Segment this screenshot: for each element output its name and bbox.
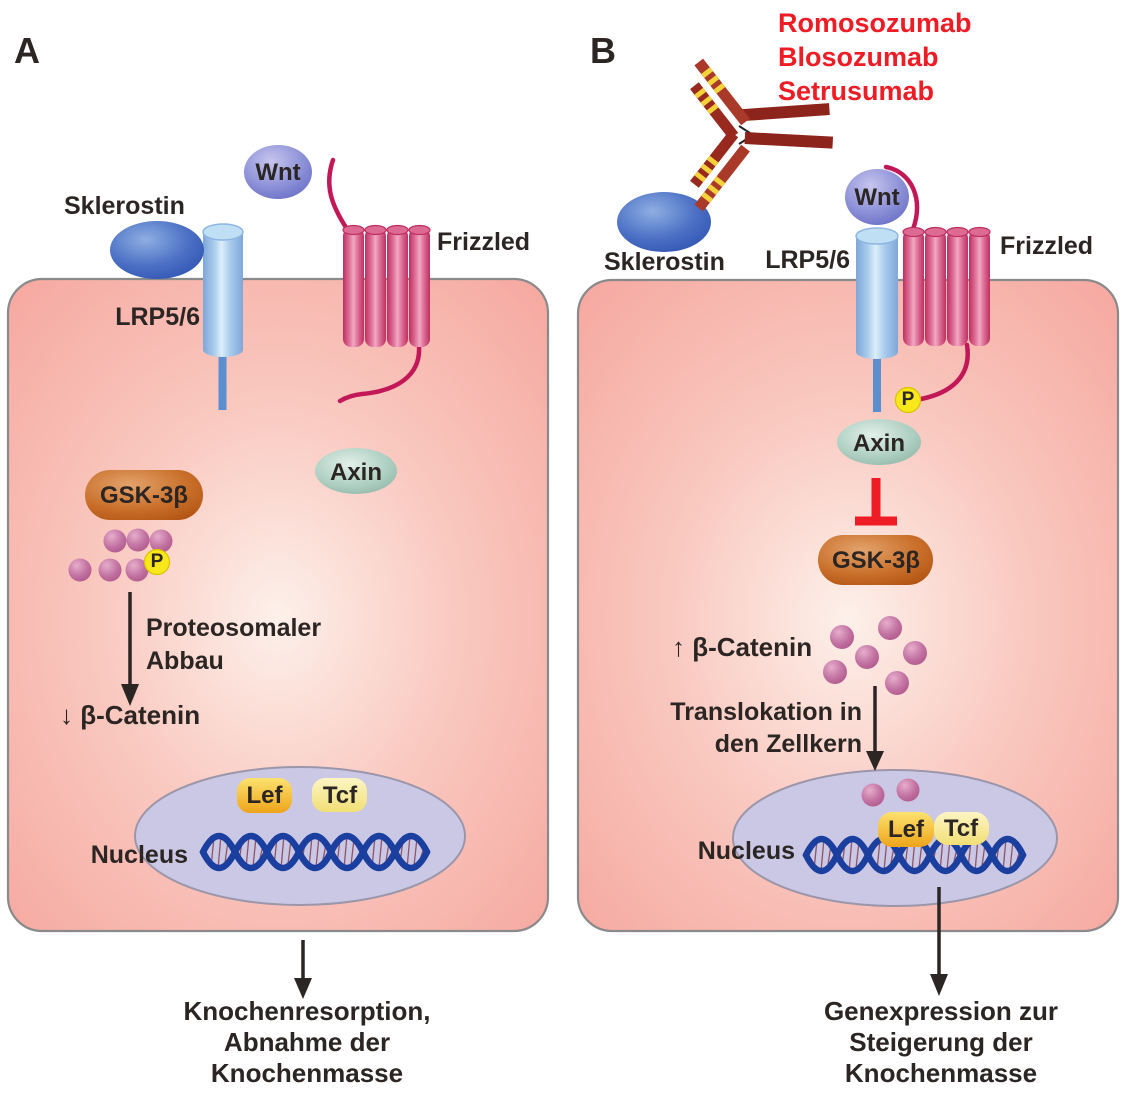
translocation-arrow [866,686,884,771]
tcf-a-shape [312,778,367,812]
beta-catenin-cluster-a [68,528,173,582]
gsk-b-label: GSK-3β [832,547,920,574]
translocation-label: Translokation in den Zellkern [660,696,862,760]
wnt-a-label: Wnt [255,159,301,186]
lrp-receptor-a [203,232,243,350]
beta-catenin-dot [896,778,920,802]
outcome-arrow-b [930,887,948,996]
frizzled-top-tail-a [327,157,350,232]
axin-a-label: Axin [329,459,382,486]
proteosomal-arrow [121,592,139,706]
frizzled-bottom-tail-b [918,342,970,402]
sklerostin-b-shape [617,192,711,252]
beta-catenin-dot [861,783,885,807]
panel-b-label: B [590,30,616,71]
phosphate-a-label: P [150,551,164,572]
nucleus-b-label: Nucleus [697,837,795,865]
cell-membrane-a [6,277,550,933]
lrp-cap-a [202,223,244,241]
antibody-icon [690,58,834,212]
lrp-bottom-a [203,343,243,357]
lrp-a-label: LRP5/6 [115,303,200,331]
wnt-b-shape [845,169,909,225]
sklerostin-a-label: Sklerostin [64,192,185,220]
outcome-a-line2: Abnahme der [223,1027,391,1057]
outcome-b-line3: Knochenmasse [844,1058,1038,1088]
gsk-b-shape [818,535,933,585]
outcome-a-line1: Knochenresorption, [183,996,431,1026]
phosphate-b-label: P [901,389,915,410]
inhibition-symbol [855,478,897,526]
phosphate-b-shape [894,386,922,414]
lef-b-label: Lef [888,816,924,843]
proteosomal-line2: Abbau [146,647,224,675]
frizzled-receptor-b [902,226,991,346]
panel-a-label: A [14,30,40,71]
gsk-a-shape [85,470,203,520]
lef-b-shape [878,812,934,847]
frizzled-bottom-tail-a [337,343,422,404]
translocation-line1: Translokation in [670,698,862,726]
outcome-a-line3: Knochenmasse [210,1058,404,1088]
sklerostin-a-shape [110,221,204,279]
axin-a-shape [315,448,397,494]
beta-catenin-up-label: ↑ β-Catenin [672,632,813,662]
drug-name-romosozumab: Romosozumab [778,8,972,38]
tcf-b-label: Tcf [943,815,979,842]
wnt-a-shape [244,145,312,199]
lrp-tail-a [218,352,227,410]
nucleus-a-label: Nucleus [90,841,188,869]
translocation-line2: den Zellkern [714,730,862,758]
outcome-b-line1: Genexpression zur [823,996,1059,1026]
tcf-b-shape [934,812,989,845]
drug-name-setrusumab: Setrusumab [778,76,935,106]
drug-names: Romosozumab Blosozumab Setrusumab [778,6,972,108]
wnt-b-label: Wnt [854,184,900,211]
lef-a-label: Lef [246,782,283,809]
gsk-a-label: GSK-3β [100,482,188,509]
frizzled-top-tail-b [883,164,920,232]
proteosomal-line1: Proteosomaler [146,614,322,642]
lrp-bottom-b [856,345,898,359]
axin-b-label: Axin [852,430,905,457]
cell-membrane-b [576,278,1120,933]
dna-helix-a [199,832,431,872]
beta-catenin-cluster-b [823,616,927,695]
axin-b-shape [837,419,921,465]
beta-catenin-down-label: ↓ β-Catenin [60,700,201,730]
tcf-a-label: Tcf [322,782,358,809]
frizzled-b-label: Frizzled [1000,232,1094,260]
drug-name-blosozumab: Blosozumab [778,42,939,72]
frizzled-receptor-a [342,224,431,347]
outcome-arrow-a [294,940,312,999]
frizzled-a-label: Frizzled [437,228,531,256]
phosphate-a-shape [143,548,171,576]
lef-a-shape [237,778,292,813]
lrp-tail-b [873,355,881,412]
lrp-b-label: LRP5/6 [765,246,850,274]
lrp-receptor-b [856,236,898,352]
lrp-cap-b [855,227,899,245]
sklerostin-b-label: Sklerostin [604,248,725,276]
outcome-b-line2: Steigerung der [849,1027,1033,1057]
